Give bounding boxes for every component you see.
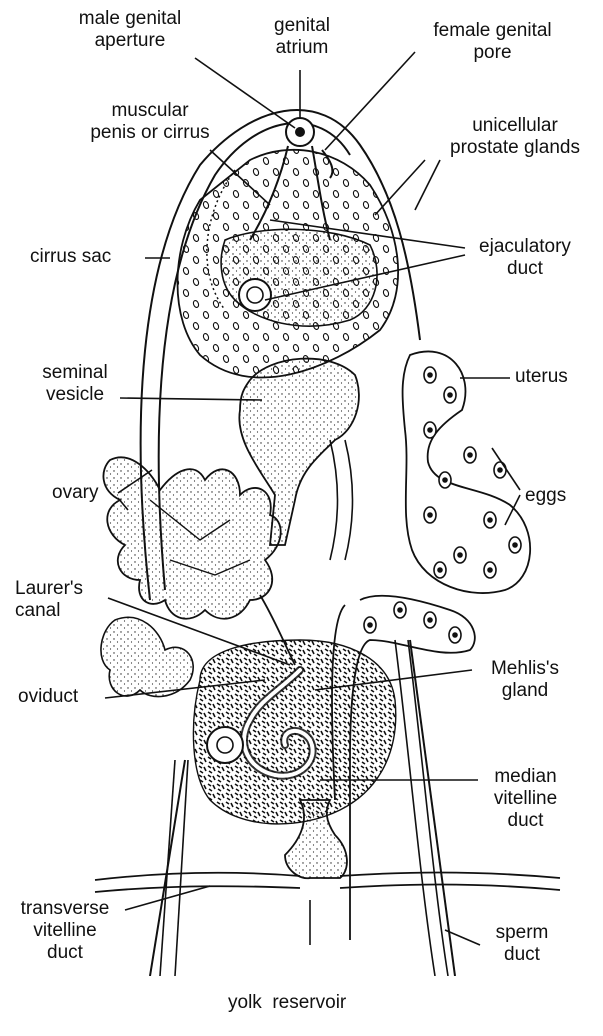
vitellaria-lower (101, 617, 193, 696)
diagram-canvas: male genital aperture genital atrium fem… (0, 0, 603, 976)
label-line: vitelline (478, 788, 573, 810)
label-line: atrium (262, 37, 342, 59)
sperm-duct (395, 640, 448, 976)
label-line: vesicle (25, 384, 125, 406)
label-laurers-canal: Laurer's canal (15, 578, 83, 622)
uterus (332, 351, 530, 940)
ovary (103, 457, 280, 618)
label-cirrus-sac: cirrus sac (30, 246, 111, 268)
label-line: duct (10, 942, 120, 964)
label-transverse-vitelline-duct: transverse vitelline duct (10, 898, 120, 964)
label-line: penis or cirrus (75, 122, 225, 144)
label-male-genital-aperture: male genital aperture (55, 8, 205, 52)
label-line: yolk reservoir (228, 992, 346, 1014)
label-line: prostate glands (430, 137, 600, 159)
label-line: oviduct (18, 686, 78, 708)
label-genital-atrium: genital atrium (262, 15, 342, 59)
label-line: Laurer's (15, 578, 83, 600)
label-line: cirrus sac (30, 246, 111, 268)
label-line: ejaculatory (465, 236, 585, 258)
label-line: uterus (515, 366, 568, 388)
label-sperm-duct: sperm duct (482, 922, 562, 966)
label-yolk-reservoir: yolk reservoir (228, 948, 346, 1036)
label-line: transverse (10, 898, 120, 920)
label-line: duct (478, 810, 573, 832)
label-unicellular-prostate-glands: unicellular prostate glands (430, 115, 600, 159)
label-line: duct (465, 258, 585, 280)
label-line: gland (470, 680, 580, 702)
label-line: aperture (55, 30, 205, 52)
label-seminal-vesicle: seminal vesicle (25, 362, 125, 406)
mehlis-gland (193, 640, 395, 824)
label-line: sperm (482, 922, 562, 944)
label-line: genital (262, 15, 342, 37)
label-oviduct: oviduct (18, 686, 78, 708)
side-vitelline-ducts (160, 760, 188, 976)
label-line: pore (405, 42, 580, 64)
label-line: female genital (405, 20, 580, 42)
label-muscular-penis: muscular penis or cirrus (75, 100, 225, 144)
label-uterus: uterus (515, 366, 568, 388)
label-line: seminal (25, 362, 125, 384)
label-line: muscular (75, 100, 225, 122)
label-median-vitelline-duct: median vitelline duct (478, 766, 573, 832)
label-ovary: ovary (52, 482, 98, 504)
label-ejaculatory-duct: ejaculatory duct (465, 236, 585, 280)
label-line: male genital (55, 8, 205, 30)
label-line: Mehlis's (470, 658, 580, 680)
label-line: ovary (52, 482, 98, 504)
label-line: eggs (525, 485, 566, 507)
label-line: median (478, 766, 573, 788)
label-line: canal (15, 600, 83, 622)
label-line: vitelline (10, 920, 120, 942)
label-eggs: eggs (525, 485, 566, 507)
label-mehlis-gland: Mehlis's gland (470, 658, 580, 702)
label-line: unicellular (430, 115, 600, 137)
label-female-genital-pore: female genital pore (405, 20, 580, 64)
label-line: duct (482, 944, 562, 966)
